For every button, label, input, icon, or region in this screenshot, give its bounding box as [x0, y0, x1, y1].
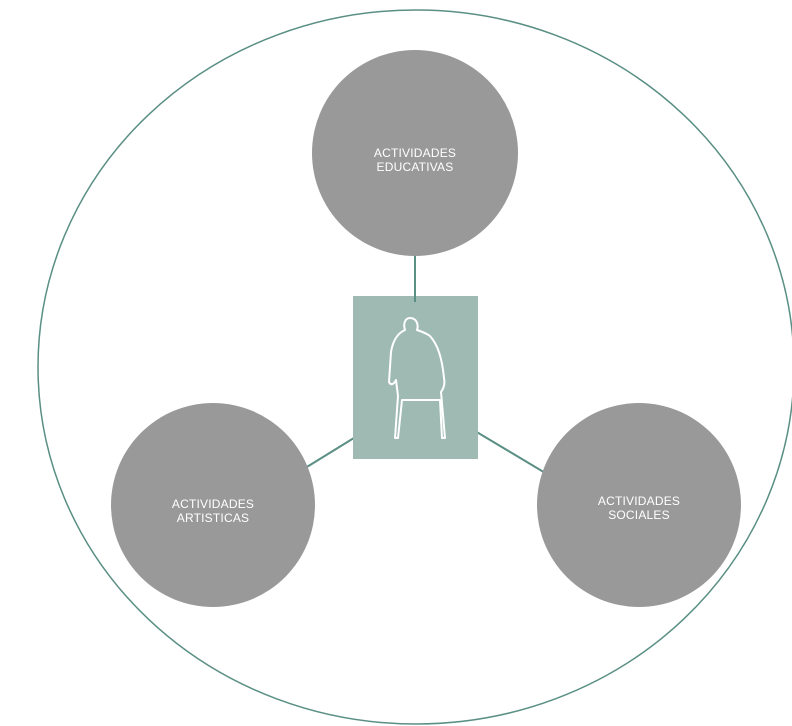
node-label-artisticas-line1: ACTIVIDADES	[171, 497, 255, 511]
node-educativas	[312, 50, 518, 256]
node-sociales	[537, 403, 741, 607]
node-label-sociales: ACTIVIDADES SOCIALES	[554, 494, 724, 522]
node-label-educativas-line2: EDUCATIVAS	[376, 160, 454, 174]
standing-person-icon	[388, 317, 446, 439]
node-label-sociales-line2: SOCIALES	[608, 508, 670, 522]
center-box	[353, 296, 478, 459]
node-label-artisticas: ACTIVIDADES ARTISTICAS	[128, 497, 298, 525]
node-artisticas	[111, 403, 315, 607]
node-label-artisticas-line2: ARTISTICAS	[176, 511, 250, 525]
node-label-sociales-line1: ACTIVIDADES	[597, 494, 681, 508]
outer-ring	[37, 9, 792, 725]
node-label-educativas: ACTIVIDADES EDUCATIVAS	[330, 146, 500, 174]
node-label-educativas-line1: ACTIVIDADES	[373, 146, 457, 160]
